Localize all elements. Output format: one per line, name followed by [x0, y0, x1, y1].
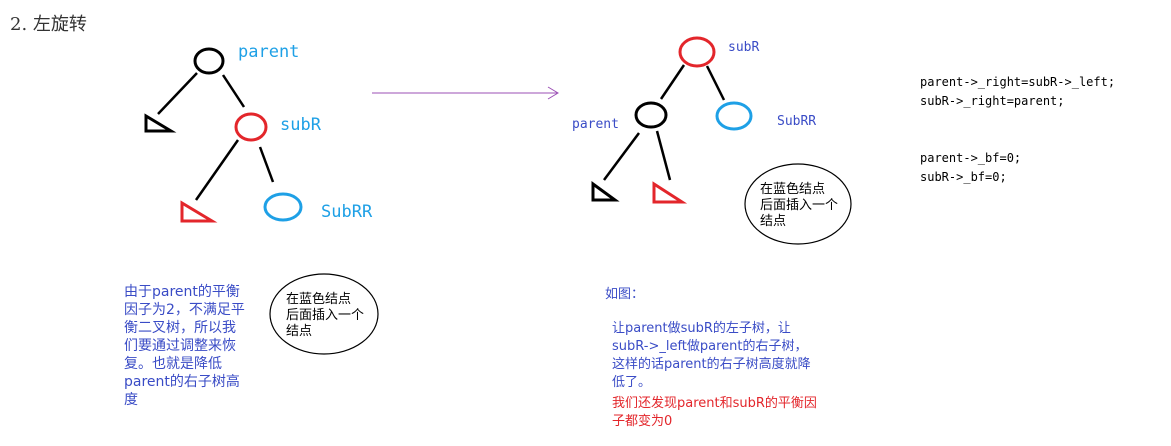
section-heading: 2. 左旋转	[10, 14, 87, 35]
subR-node-after	[678, 36, 716, 68]
parent-label-after: parent	[572, 117, 619, 132]
bubble-note-right	[744, 163, 852, 245]
subR-left-triangle-after	[652, 181, 688, 204]
SubRR-label-after: SubRR	[777, 114, 817, 129]
SubRR-label: SubRR	[321, 202, 373, 222]
parent-node-after	[634, 101, 668, 129]
transition-arrow-head	[547, 86, 559, 100]
SubRR-node-after	[715, 101, 753, 131]
parent-label: parent	[238, 42, 300, 62]
figure-label: 如图：	[605, 287, 645, 302]
parent-left-triangle-after	[591, 181, 620, 202]
edge-parent-right-after	[655, 130, 672, 181]
edge-subR-SubRR-after	[705, 65, 726, 101]
edge-subR-left	[194, 139, 240, 201]
subR-label-after: subR	[728, 40, 760, 55]
edge-parent-subR	[221, 74, 246, 108]
conclusion-text: 我们还发现parent和subR的平衡因 子都变为0	[612, 396, 817, 429]
SubRR-node	[263, 192, 303, 222]
bubble-note-left-text: 在蓝色结点 后面插入一个 结点	[286, 292, 365, 339]
subR-node	[234, 112, 268, 142]
code-pointer-updates: parent->_right=subR->_left; subR->_right…	[920, 75, 1116, 108]
subR-left-triangle	[180, 200, 218, 223]
subR-label: subR	[280, 115, 321, 135]
bubble-note-right-text: 在蓝色结点 后面插入一个 结点	[760, 182, 839, 229]
edge-parent-left-after	[602, 132, 641, 181]
left-subtree-triangle	[144, 113, 177, 133]
explanation-before: 由于parent的平衡 因子为2，不满足平 衡二叉树，所以我 们要通过调整来恢 …	[124, 284, 245, 408]
edge-subR-right	[258, 146, 275, 183]
bubble-note-left	[269, 273, 379, 355]
explanation-after: 让parent做subR的左子树，让 subR->_left做parent的右子…	[612, 321, 811, 390]
code-bf-updates: parent->_bf=0; subR->_bf=0;	[920, 151, 1022, 184]
edge-parent-left	[157, 72, 198, 115]
parent-node	[193, 47, 225, 75]
edge-subR-parent-after	[659, 64, 686, 100]
